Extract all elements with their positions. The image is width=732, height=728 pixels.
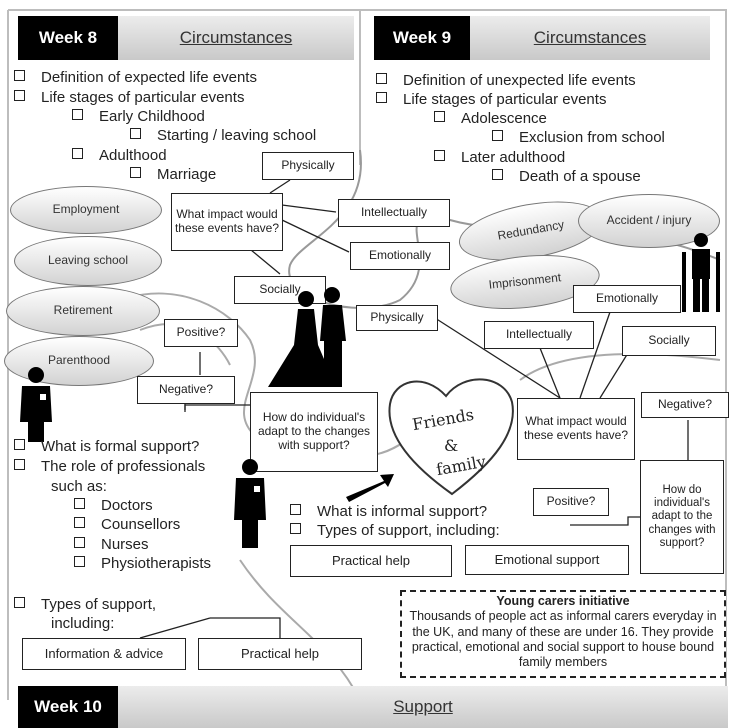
heart-line-2: & (444, 436, 459, 455)
informal-type-box: Practical help (290, 545, 452, 577)
impact-physically: Physically (356, 305, 438, 331)
formal-type-box: Information & advice (22, 638, 186, 670)
list-item: Exclusion from school (492, 129, 665, 146)
week9-title[interactable]: Circumstances (470, 16, 710, 60)
week10-label: Week 10 (18, 686, 118, 728)
positive-box: Positive? (164, 319, 238, 347)
impact-question: What impact would these events have? (517, 398, 635, 460)
note-title: Young carers initiative (496, 594, 630, 608)
list-item: Physiotherapists (74, 555, 211, 572)
list-text: such as: (51, 478, 107, 495)
list-item: Later adulthood (434, 149, 565, 166)
event-oval-parenthood: Parenthood (4, 336, 154, 386)
list-item: Life stages of particular events (376, 91, 606, 108)
informal-type-box: Emotional support (465, 545, 629, 575)
positive-box: Positive? (533, 488, 609, 516)
week9-label: Week 9 (374, 16, 470, 60)
negative-box: Negative? (137, 376, 235, 404)
crutches-person-icon (682, 233, 720, 312)
list-item: Life stages of particular events (14, 89, 244, 106)
list-item: Types of support, including: (290, 522, 500, 539)
doctor-icon (20, 367, 52, 442)
list-item: Definition of unexpected life events (376, 72, 636, 89)
list-item: Marriage (130, 166, 216, 183)
impact-emotionally: Emotionally (573, 285, 681, 313)
list-item: What is informal support? (290, 503, 487, 520)
list-item: What is formal support? (14, 438, 199, 455)
week8-label: Week 8 (18, 16, 118, 60)
list-item: Adolescence (434, 110, 547, 127)
impact-intellectually: Intellectually (338, 199, 450, 227)
list-item: Death of a spouse (492, 168, 641, 185)
impact-physically: Physically (262, 152, 354, 180)
list-item: Counsellors (74, 516, 180, 533)
impact-emotionally: Emotionally (350, 242, 450, 270)
note-body: Thousands of people act as informal care… (409, 609, 717, 669)
adapt-box: How do individual's adapt to the changes… (250, 392, 378, 472)
week8-title[interactable]: Circumstances (118, 16, 354, 60)
list-item: Nurses (74, 536, 149, 553)
list-item: The role of professionals (14, 458, 205, 475)
impact-question: What impact would these events have? (171, 193, 283, 251)
week10-title[interactable]: Support (118, 686, 728, 728)
list-item: Early Childhood (72, 108, 205, 125)
young-carers-note: Young carers initiative Thousands of peo… (400, 590, 726, 678)
impact-socially: Socially (622, 326, 716, 356)
list-item: Doctors (74, 497, 153, 514)
list-item: Starting / leaving school (130, 127, 316, 144)
heart-icon (388, 378, 514, 496)
event-oval-leaving-school: Leaving school (14, 236, 162, 286)
list-item: Definition of expected life events (14, 69, 257, 86)
wedding-couple-icon (268, 287, 346, 387)
list-text: including: (51, 615, 115, 632)
impact-intellectually: Intellectually (484, 321, 594, 349)
negative-box: Negative? (641, 392, 729, 418)
formal-type-box: Practical help (198, 638, 362, 670)
list-item: Adulthood (72, 147, 167, 164)
event-oval-retirement: Retirement (6, 286, 160, 336)
list-item: Types of support, (14, 596, 156, 613)
adapt-box: How do individual's adapt to the changes… (640, 460, 724, 574)
event-oval-employment: Employment (10, 186, 162, 234)
doctor-icon (234, 459, 266, 548)
